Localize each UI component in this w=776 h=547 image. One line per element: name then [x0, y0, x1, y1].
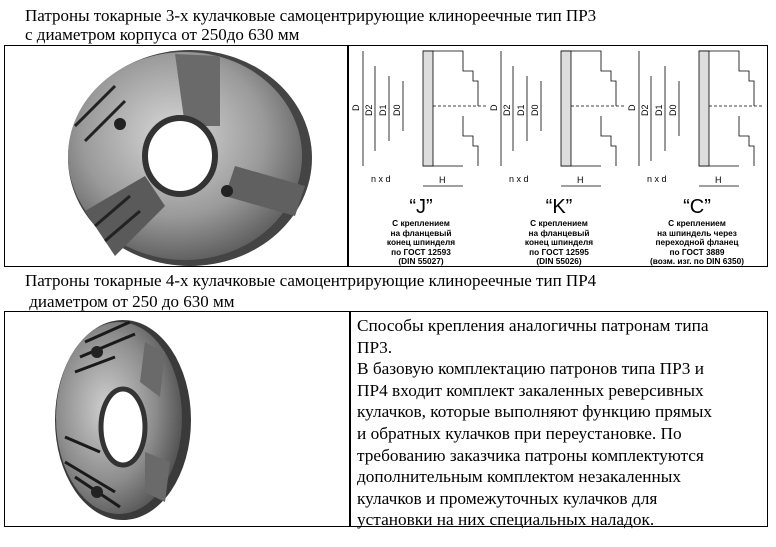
- label-d0: D0: [668, 104, 678, 116]
- caption-line: на фланцевый: [390, 227, 452, 238]
- label-d0: D0: [392, 104, 402, 116]
- mount-diagrams: D D2 D1 D0 n x d H “J” С креплением на ф…: [349, 46, 767, 266]
- caption-line: С креплением: [392, 218, 450, 228]
- label-d0: D0: [530, 104, 540, 116]
- mount-letter: “J”: [409, 196, 433, 218]
- label-d2: D2: [502, 104, 512, 116]
- label-nxd: n x d: [371, 174, 391, 184]
- mount-letter: “C”: [683, 196, 711, 218]
- section1-title-line1: Патроны токарные 3-х кулачковые самоцент…: [25, 6, 597, 25]
- section2-title-line1: Патроны токарные 4-х кулачковые самоцент…: [25, 271, 597, 290]
- caption-line: по ГОСТ 12595: [529, 246, 589, 257]
- caption-line: (DIN 55026): [536, 256, 582, 267]
- caption-line: на фланцевый: [528, 227, 590, 238]
- label-d: D: [489, 104, 499, 111]
- mount-caption: С креплением на фланцевый конец шпинделя…: [351, 218, 491, 267]
- label-nxd: n x d: [647, 174, 667, 184]
- chuck-4-jaw-photo: [5, 312, 350, 526]
- table-divider: [349, 312, 351, 526]
- mounting-description: Способы крепления аналогичны патронам ти…: [357, 315, 767, 531]
- chuck-section-drawing: D D2 D1 D0 n x d H: [627, 50, 762, 187]
- label-nxd: n x d: [509, 174, 529, 184]
- caption-line: по ГОСТ 3889: [669, 246, 725, 257]
- mount-letter: “K”: [545, 196, 573, 218]
- caption-line: (DIN 55027): [398, 256, 444, 267]
- label-h: H: [577, 175, 584, 185]
- caption-line: по ГОСТ 12593: [391, 246, 451, 257]
- section1-table: D D2 D1 D0 n x d H “J” С креплением на ф…: [4, 45, 768, 267]
- mount-caption: С креплением на шпиндель через переходно…: [627, 218, 767, 267]
- label-d1: D1: [516, 104, 526, 116]
- label-d1: D1: [654, 104, 664, 116]
- description-line: ПР3.: [357, 337, 393, 357]
- caption-line: конец шпинделя: [386, 237, 456, 248]
- section2-table: Способы крепления аналогичны патронам ти…: [4, 311, 768, 529]
- chuck-section-drawing: D D2 D1 D0 n x d H: [351, 50, 486, 187]
- caption-line: переходной фланец: [655, 237, 739, 248]
- description-line: установки на них специальных наладок.: [357, 510, 655, 530]
- label-d2: D2: [364, 104, 374, 116]
- label-h: H: [439, 175, 446, 185]
- description-line: дополнительным комплектом незакаленных: [357, 467, 682, 487]
- description-line: требованию заказчика патроны комплектуют…: [357, 445, 704, 465]
- caption-line: конец шпинделя: [524, 237, 594, 248]
- label-d: D: [351, 104, 361, 111]
- label-d2: D2: [640, 104, 650, 116]
- table-divider: [347, 46, 349, 266]
- chuck-section-drawing: D D2 D1 D0 n x d H: [489, 50, 624, 187]
- label-h: H: [715, 175, 722, 185]
- section1-title-line2: с диаметром корпуса от 250до 630 мм: [25, 25, 300, 44]
- description-line: В базовую комплектацию патронов типа ПР3…: [357, 359, 704, 379]
- mount-caption: С креплением на фланцевый конец шпинделя…: [489, 218, 629, 267]
- caption-line: С креплением: [530, 218, 588, 228]
- chuck-3-jaw-photo: [5, 46, 348, 266]
- section2-title-line2: диаметром от 250 до 630 мм: [25, 292, 235, 311]
- description-line: и обратных кулачков при переустановке. П…: [357, 423, 682, 443]
- description-line: Способы крепления аналогичны патронам ти…: [357, 316, 709, 335]
- label-d1: D1: [378, 104, 388, 116]
- caption-line: (возм. изг. по DIN 6350): [649, 256, 745, 267]
- caption-line: С креплением: [668, 218, 726, 228]
- mount-diagram-c: D D2 D1 D0 n x d H “C” С креплением на ш…: [627, 46, 767, 266]
- mount-diagram-j: D D2 D1 D0 n x d H “J” С креплением на ф…: [351, 46, 491, 266]
- caption-line: на шпиндель через: [657, 227, 737, 238]
- mount-diagram-k: D D2 D1 D0 n x d H “K” С креплением на ф…: [489, 46, 629, 266]
- description-line: ПР4 входит комплект закаленных реверсивн…: [357, 380, 704, 400]
- description-line: кулачков и промежуточных кулачков для: [357, 488, 658, 508]
- label-d: D: [627, 104, 637, 111]
- description-line: кулачков, которые выполняют функцию прям…: [357, 402, 713, 422]
